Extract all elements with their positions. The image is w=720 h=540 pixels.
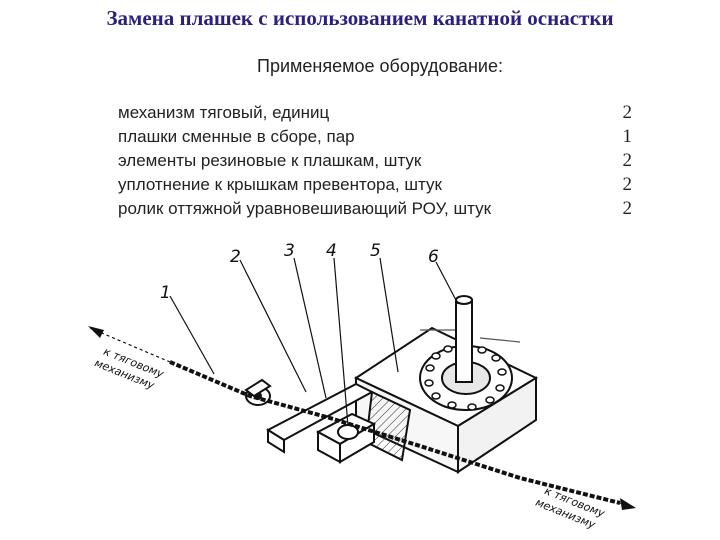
equipment-qty: 2 <box>622 102 633 123</box>
equipment-name: механизм тяговый, единиц <box>118 103 330 122</box>
callout-6: 6 <box>428 247 439 267</box>
page-title: Замена плашек с использованием канатной … <box>106 6 614 30</box>
equipment-qty: 2 <box>622 198 633 219</box>
equipment-name: уплотнение к крышкам превентора, штук <box>118 175 442 194</box>
equipment-row: плашки сменные в сборе, пар 1 <box>118 125 632 149</box>
callout-5: 5 <box>370 241 381 261</box>
callout-4: 4 <box>326 241 337 261</box>
equipment-qty: 2 <box>622 174 633 195</box>
equipment-heading: Применяемое оборудование: <box>257 56 503 76</box>
callout-1: 1 <box>160 283 171 303</box>
equipment-row: элементы резиновые к плашкам, штук 2 <box>118 149 632 173</box>
callout-2: 2 <box>230 247 241 267</box>
equipment-qty: 2 <box>622 150 633 171</box>
rope-label-left: к тяговому механизму <box>93 345 166 392</box>
equipment-name: ролик оттяжной уравновешивающий РОУ, шту… <box>118 199 492 218</box>
leader-lines <box>169 257 459 427</box>
guide-block <box>315 412 377 464</box>
equipment-row: уплотнение к крышкам превентора, штук 2 <box>118 173 632 197</box>
equipment-name: плашки сменные в сборе, пар <box>118 127 355 146</box>
equipment-row: механизм тяговый, единиц 2 <box>118 101 632 125</box>
equipment-name: элементы резиновые к плашкам, штук <box>118 151 422 170</box>
arrow-left-icon <box>88 326 104 338</box>
arrow-right-icon <box>620 498 636 510</box>
equipment-list: механизм тяговый, единиц 2 плашки сменны… <box>118 101 632 221</box>
equipment-qty: 1 <box>622 126 633 147</box>
equipment-row: ролик оттяжной уравновешивающий РОУ, шту… <box>118 197 632 221</box>
tension-roller <box>244 378 272 406</box>
pipe <box>455 295 473 383</box>
callout-3: 3 <box>284 241 295 261</box>
